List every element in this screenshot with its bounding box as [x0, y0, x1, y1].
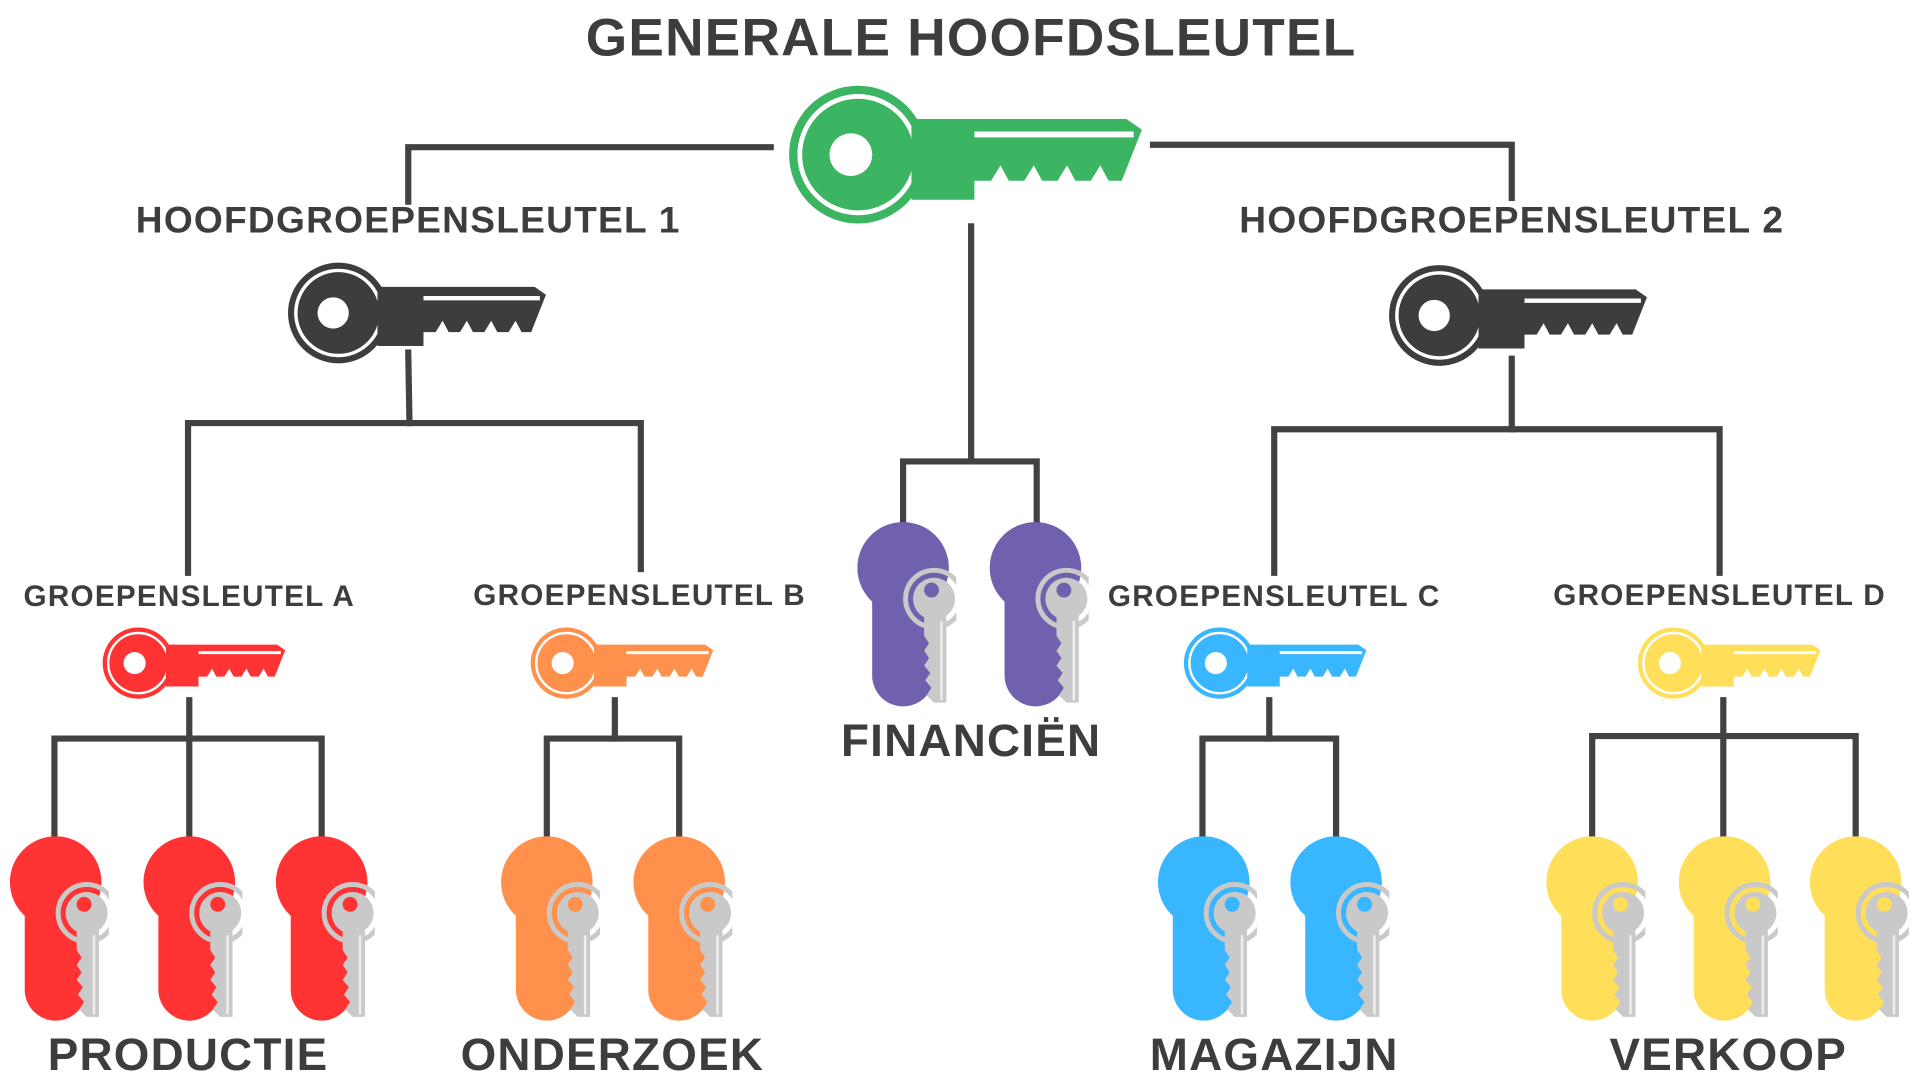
lock-cylinder-icon: [633, 836, 738, 1020]
lock-cylinder-icon: [990, 522, 1095, 706]
main-key-2-label: HOOFDGROEPENSLEUTEL 2: [1239, 199, 1784, 241]
group-key-b-icon: [529, 625, 714, 701]
lock-cylinder-icon: [857, 522, 962, 706]
main-key-1-icon: [288, 263, 546, 364]
production-cylinders: [10, 836, 381, 1020]
lock-cylinder-icon: [1810, 836, 1915, 1020]
research-cylinders: [501, 836, 739, 1020]
master-key-label: GENERALE HOOFDSLEUTEL: [586, 9, 1357, 68]
master-key-icon: [789, 86, 1142, 224]
group-key-d-icon: [1636, 625, 1822, 701]
lock-cylinder-icon: [1290, 836, 1395, 1020]
warehouse-cylinders: [1158, 836, 1396, 1020]
finance-cylinders: [857, 522, 1095, 706]
department-sales-label: VERKOOP: [1609, 1029, 1847, 1080]
group-key-b-label: GROEPENSLEUTEL B: [473, 579, 806, 612]
lock-cylinder-icon: [144, 836, 249, 1020]
department-finance-label: FINANCIËN: [841, 715, 1101, 766]
lock-cylinder-icon: [10, 836, 115, 1020]
group-key-a-icon: [100, 625, 286, 701]
group-key-c-icon: [1182, 625, 1368, 701]
group-key-c-label: GROEPENSLEUTEL C: [1108, 580, 1441, 613]
lock-cylinder-icon: [276, 836, 381, 1020]
lock-cylinder-icon: [1546, 836, 1651, 1020]
sales-cylinders: [1546, 836, 1915, 1020]
connector-lines: [51, 141, 1859, 840]
main-key-2-icon: [1389, 265, 1647, 366]
lock-cylinder-icon: [1158, 836, 1263, 1020]
lock-cylinder-icon: [1679, 836, 1784, 1020]
department-production-label: PRODUCTIE: [48, 1029, 329, 1080]
group-key-d-label: GROEPENSLEUTEL D: [1553, 579, 1886, 612]
department-warehouse-label: MAGAZIJN: [1150, 1029, 1399, 1080]
main-key-1-label: HOOFDGROEPENSLEUTEL 1: [136, 199, 681, 241]
group-key-a-label: GROEPENSLEUTEL A: [23, 580, 355, 613]
lock-cylinder-icon: [501, 836, 606, 1020]
department-research-label: ONDERZOEK: [461, 1029, 765, 1080]
